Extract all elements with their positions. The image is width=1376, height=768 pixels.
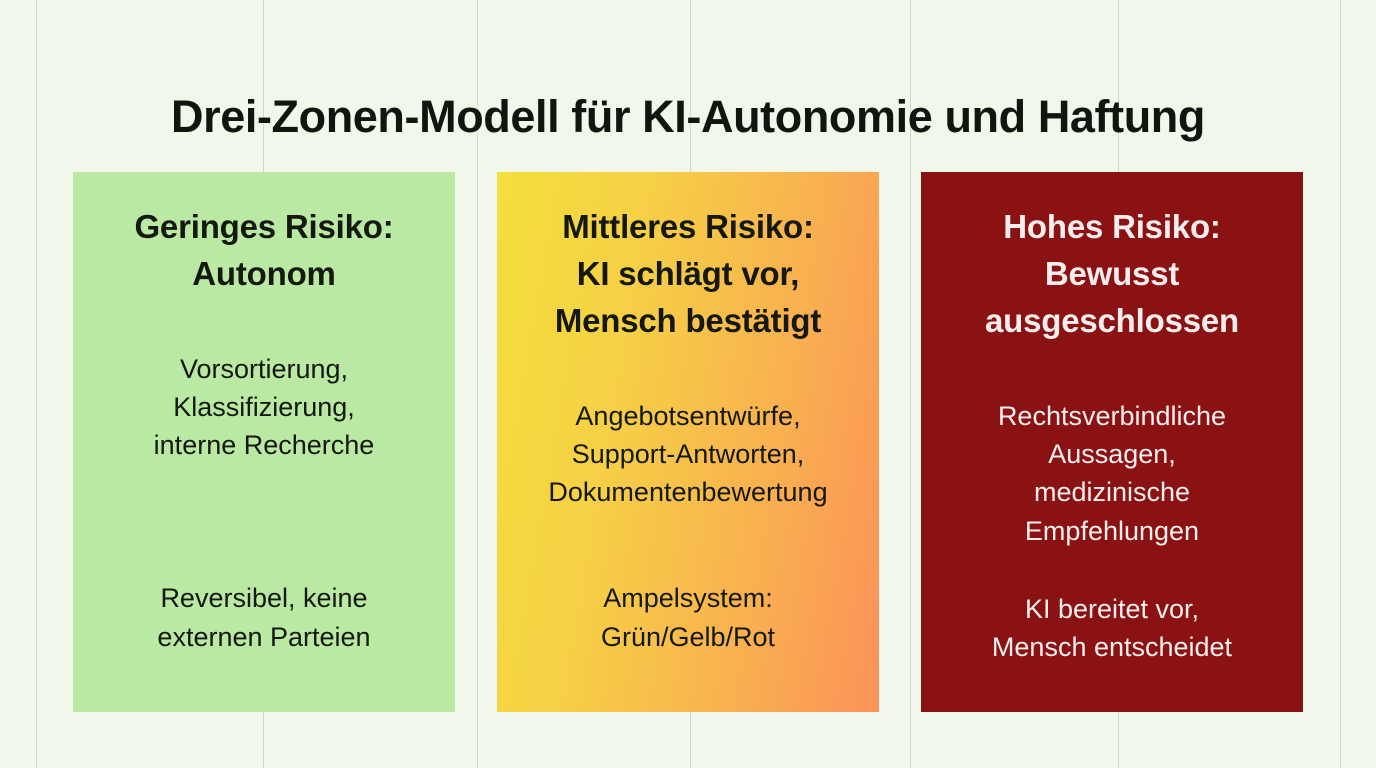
zone-card-low-risk[interactable]: Geringes Risiko: Autonom Vorsortierung, …	[73, 172, 455, 712]
zone-card-high-risk[interactable]: Hohes Risiko: Bewusst ausgeschlossen Rec…	[921, 172, 1303, 712]
zone-card-title: Mittleres Risiko: KI schlägt vor, Mensch…	[554, 208, 822, 339]
zone-card-title: Geringes Risiko: Autonom	[134, 208, 394, 292]
zone-card-footer: Ampelsystem: Grün/Gelb/Rot	[600, 583, 776, 652]
zone-card-footer: KI bereitet vor, Mensch entscheidet	[991, 593, 1233, 663]
zone-card-body: Vorsortierung, Klassifizierung, interne …	[153, 353, 375, 461]
zone-card-medium-risk[interactable]: Mittleres Risiko: KI schlägt vor, Mensch…	[497, 172, 879, 712]
zone-card-footer: Reversibel, keine externen Parteien	[157, 583, 371, 652]
page-title: Drei-Zonen-Modell für KI-Autonomie und H…	[171, 91, 1205, 143]
zone-card-body: Rechtsverbindliche Aussagen, medizinisch…	[997, 400, 1227, 546]
zone-card-list: Geringes Risiko: Autonom Vorsortierung, …	[73, 172, 1303, 712]
zone-card-title: Hohes Risiko: Bewusst ausgeschlossen	[985, 208, 1239, 339]
zone-card-body: Angebotsentwürfe, Support-Antworten, Dok…	[548, 400, 828, 508]
